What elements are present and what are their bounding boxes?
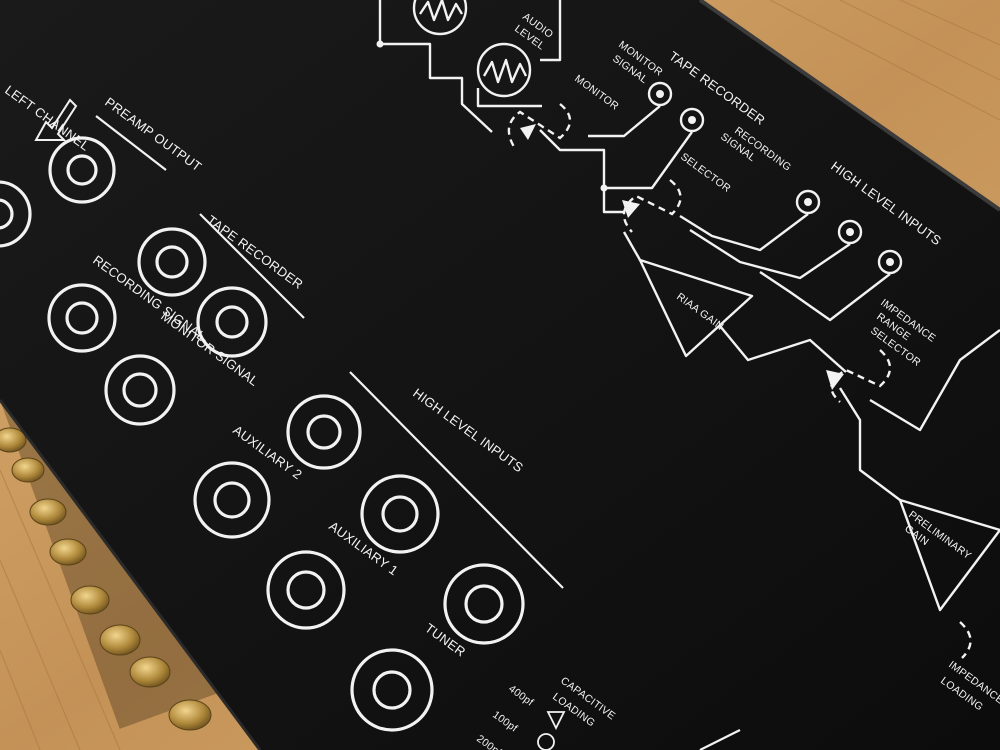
rca-jack-tape-b[interactable] [196, 286, 268, 358]
rca-jack-aux2-b[interactable] [193, 461, 271, 539]
rca-jack-monitor[interactable] [104, 354, 176, 426]
rca-jack-aux1-a[interactable] [360, 474, 440, 554]
chassis-edge [698, 0, 1000, 212]
rca-jack-tuner-a[interactable] [443, 563, 525, 645]
rca-jack-aux1-b[interactable] [266, 550, 346, 630]
left-channel-arrow [34, 98, 78, 141]
rca-jack-preamp-out[interactable] [48, 136, 116, 204]
rca-jack-tuner-b[interactable] [350, 648, 434, 732]
rca-jack-preamp-out-right[interactable] [0, 180, 32, 248]
rca-jack-recording[interactable] [47, 283, 117, 353]
audio-level-pot-icon [412, 0, 532, 98]
capacitive-selector-icon [537, 711, 566, 750]
rca-jack-aux2-a[interactable] [286, 394, 362, 470]
rca-jack-tape-a[interactable] [137, 227, 207, 297]
